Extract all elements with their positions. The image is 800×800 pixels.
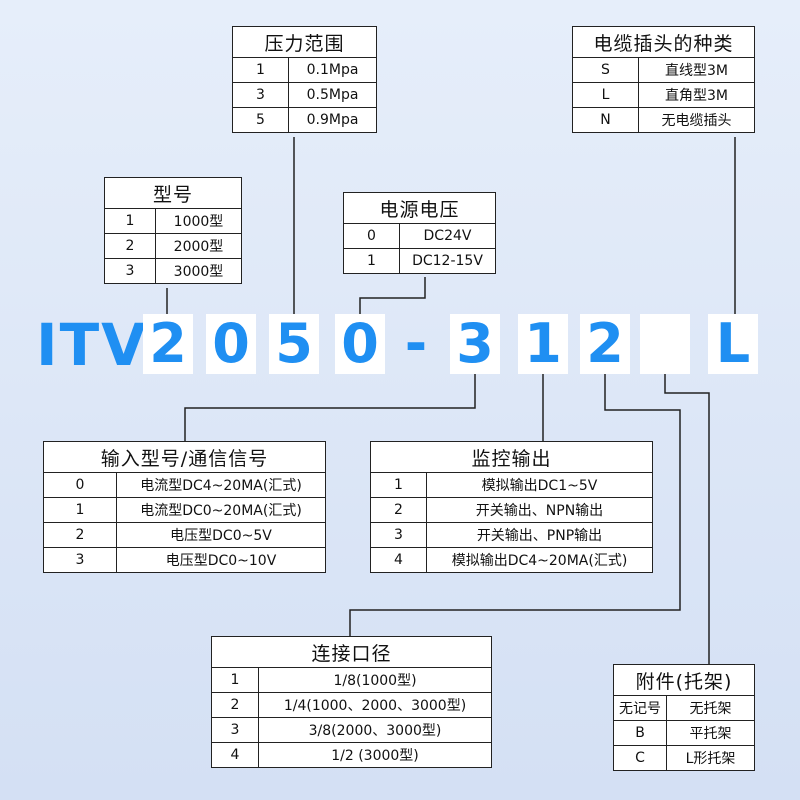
power-title: 电源电压	[343, 192, 496, 224]
input-title: 输入型号/通信信号	[43, 441, 326, 473]
cable-title: 电缆插头的种类	[572, 26, 755, 58]
connector-bracket	[664, 374, 710, 664]
connector-port	[349, 374, 681, 636]
connector-power	[359, 277, 426, 314]
bracket-title: 附件(托架)	[613, 664, 755, 696]
connector-input	[184, 374, 476, 441]
model-title: 型号	[104, 177, 242, 209]
monitor-title: 监控输出	[370, 441, 653, 473]
pressure-title: 压力范围	[232, 26, 377, 58]
table-row: 无记号无托架	[613, 695, 755, 721]
port-title: 连接口径	[211, 636, 492, 668]
